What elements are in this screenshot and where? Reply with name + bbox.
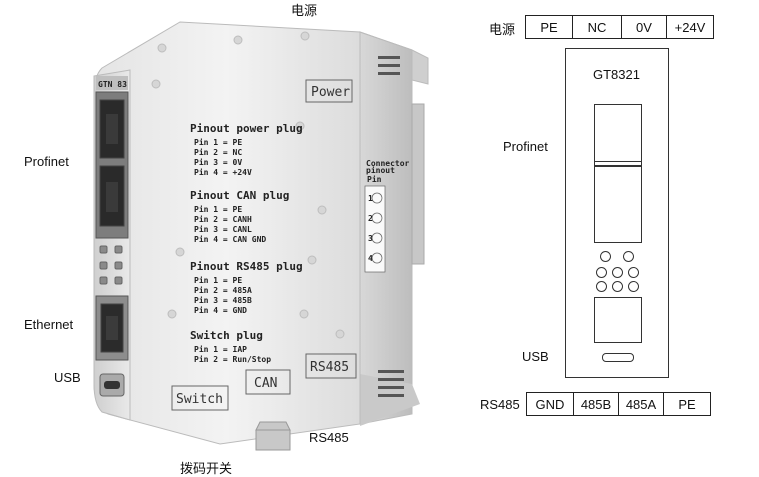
rs485-pin-gnd: GND — [526, 392, 574, 416]
profinet-port-1 — [594, 104, 642, 162]
section-power-line-2: Pin 2 = NC — [194, 147, 242, 157]
usb-port-schematic — [602, 353, 634, 362]
section-power-line-3: Pin 3 = 0V — [194, 157, 242, 167]
section-title-power: Pinout power plug — [190, 122, 303, 135]
connector-pin-2: 2 — [368, 214, 373, 223]
brand-tag: GTN 83 — [98, 80, 127, 89]
model-label: GT8321 — [593, 67, 640, 82]
led-1 — [600, 251, 611, 262]
rs485-pin-pe: PE — [663, 392, 711, 416]
section-power-line-1: Pin 1 = PE — [194, 137, 242, 147]
ethernet-port — [95, 295, 129, 361]
section-can-line-2: Pin 2 = CANH — [194, 214, 252, 224]
power-pin-table: PE NC 0V +24V — [525, 15, 714, 39]
section-can-line-1: Pin 1 = PE — [194, 204, 242, 214]
gt8321-panel: GT8321 — [565, 48, 669, 378]
section-rs485-line-3: Pin 3 = 485B — [194, 295, 252, 305]
section-rs485-line-4: Pin 4 = GND — [194, 305, 247, 315]
power-pin-nc: NC — [572, 15, 622, 39]
label-rs485: RS485 — [309, 430, 349, 445]
label-profinet: Profinet — [24, 154, 69, 169]
section-rs485-line-1: Pin 1 = PE — [194, 275, 242, 285]
connector-pin-label: Pin — [367, 174, 382, 184]
label-ethernet: Ethernet — [24, 317, 74, 332]
label-power-top: 电源 — [291, 3, 318, 18]
led-3 — [596, 267, 607, 278]
power-box-label: Power — [311, 85, 350, 100]
connector-label-1: Connector — [366, 159, 410, 168]
led-4 — [612, 267, 623, 278]
led-6 — [596, 281, 607, 292]
connector-pin-4: 4 — [368, 254, 373, 263]
profinet-port-2 — [594, 166, 642, 243]
section-can-line-3: Pin 3 = CANL — [194, 224, 252, 234]
section-title-switch: Switch plug — [190, 329, 263, 342]
device-illustration: Connector pinout Pin 1 2 3 4 — [93, 21, 429, 451]
led-5 — [628, 267, 639, 278]
usb-port — [99, 373, 125, 397]
section-switch-line-2: Pin 2 = Run/Stop — [194, 354, 271, 364]
section-title-can: Pinout CAN plug — [190, 189, 289, 202]
pinout-text: Pinout power plug Pin 1 = PE Pin 2 = NC … — [190, 122, 303, 364]
rs485-pin-table: GND 485B 485A PE — [526, 392, 711, 416]
connector-pinout-diagram: Connector pinout Pin 1 2 3 4 — [364, 159, 410, 273]
power-pin-pe: PE — [525, 15, 573, 39]
switch-box-label: Switch — [176, 392, 223, 407]
label-dip-switch: 拨码开关 — [180, 461, 233, 476]
ethernet-port-schematic — [594, 297, 642, 343]
connector-pin-3: 3 — [368, 234, 373, 243]
can-box-label: CAN — [254, 376, 277, 391]
power-pin-24v: +24V — [666, 15, 714, 39]
schematic-rs485-label: RS485 — [480, 397, 520, 412]
rs485-pin-485a: 485A — [618, 392, 664, 416]
connector-pin-1: 1 — [368, 194, 373, 203]
led-8 — [628, 281, 639, 292]
section-rs485-line-2: Pin 2 = 485A — [194, 285, 252, 295]
status-leds — [99, 245, 123, 285]
section-power-line-4: Pin 4 = +24V — [194, 167, 252, 177]
schematic-profinet-label: Profinet — [503, 139, 548, 154]
schematic-power-label: 电源 — [489, 22, 516, 37]
schematic-usb-label: USB — [522, 349, 549, 364]
led-7 — [612, 281, 623, 292]
profinet-ports: GTN 83 — [95, 76, 129, 239]
section-can-line-4: Pin 4 = CAN GND — [194, 234, 266, 244]
power-pin-0v: 0V — [621, 15, 667, 39]
rs485-pin-485b: 485B — [573, 392, 619, 416]
bottom-connectors — [255, 421, 291, 451]
section-switch-line-1: Pin 1 = IAP — [194, 344, 247, 354]
device-right-side — [359, 31, 429, 426]
section-title-rs485: Pinout RS485 plug — [190, 260, 303, 273]
profinet-port-divider — [594, 162, 642, 166]
rs485-box-label: RS485 — [310, 360, 349, 375]
label-usb: USB — [54, 370, 81, 385]
led-2 — [623, 251, 634, 262]
connector-label-2: pinout — [366, 165, 395, 175]
